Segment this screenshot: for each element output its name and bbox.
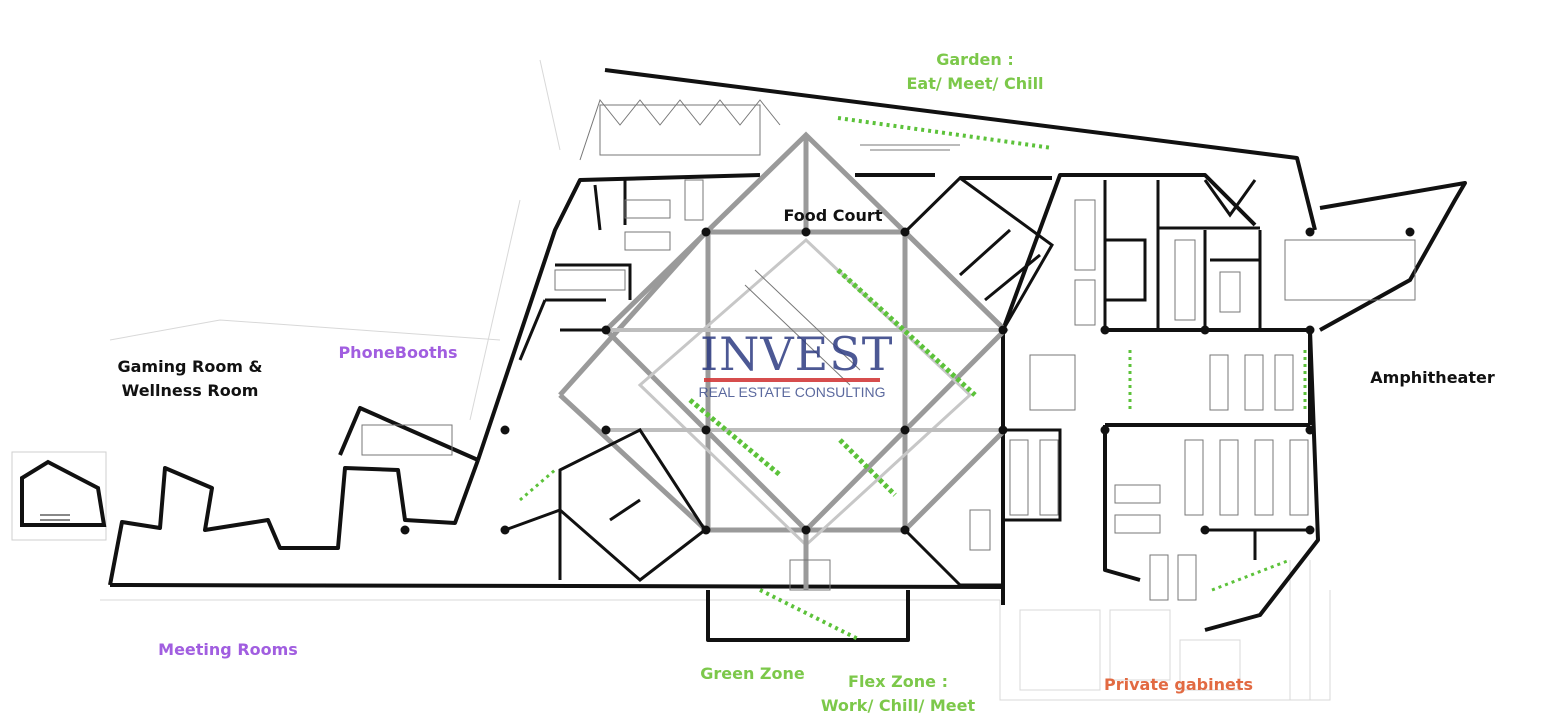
label-gaming-line1: Gaming Room & [117,357,263,376]
label-garden-line2: Eat/ Meet/ Chill [906,74,1044,93]
greenery [519,116,1307,642]
logo-wordmark: INVEST [700,327,894,381]
furniture [361,98,1416,601]
label-meeting-rooms: Meeting Rooms [158,640,298,659]
label-flex-zone: Flex Zone : Work/ Chill/ Meet [808,670,988,718]
logo-underline [704,378,880,382]
label-phonebooths: PhoneBooths [338,343,458,362]
interior-walls [504,176,1310,587]
label-amphitheater: Amphitheater [1370,368,1495,387]
label-gaming-line2: Wellness Room [121,381,259,400]
label-green-zone: Green Zone [700,664,805,683]
label-flex-line1: Flex Zone : [848,672,948,691]
structural-columns [400,227,1415,535]
label-food-court: Food Court [783,206,883,225]
label-flex-line2: Work/ Chill/ Meet [820,696,976,715]
logo-tagline: REAL ESTATE CONSULTING [698,384,886,400]
label-garden: Garden : Eat/ Meet/ Chill [880,48,1070,96]
label-garden-line1: Garden : [936,50,1014,69]
inset-plan [11,451,107,541]
label-gaming-wellness: Gaming Room & Wellness Room [100,355,280,403]
surrounding-outlines [100,59,1331,701]
label-private-gabinets: Private gabinets [1104,675,1253,694]
exterior-walls [108,68,1467,642]
